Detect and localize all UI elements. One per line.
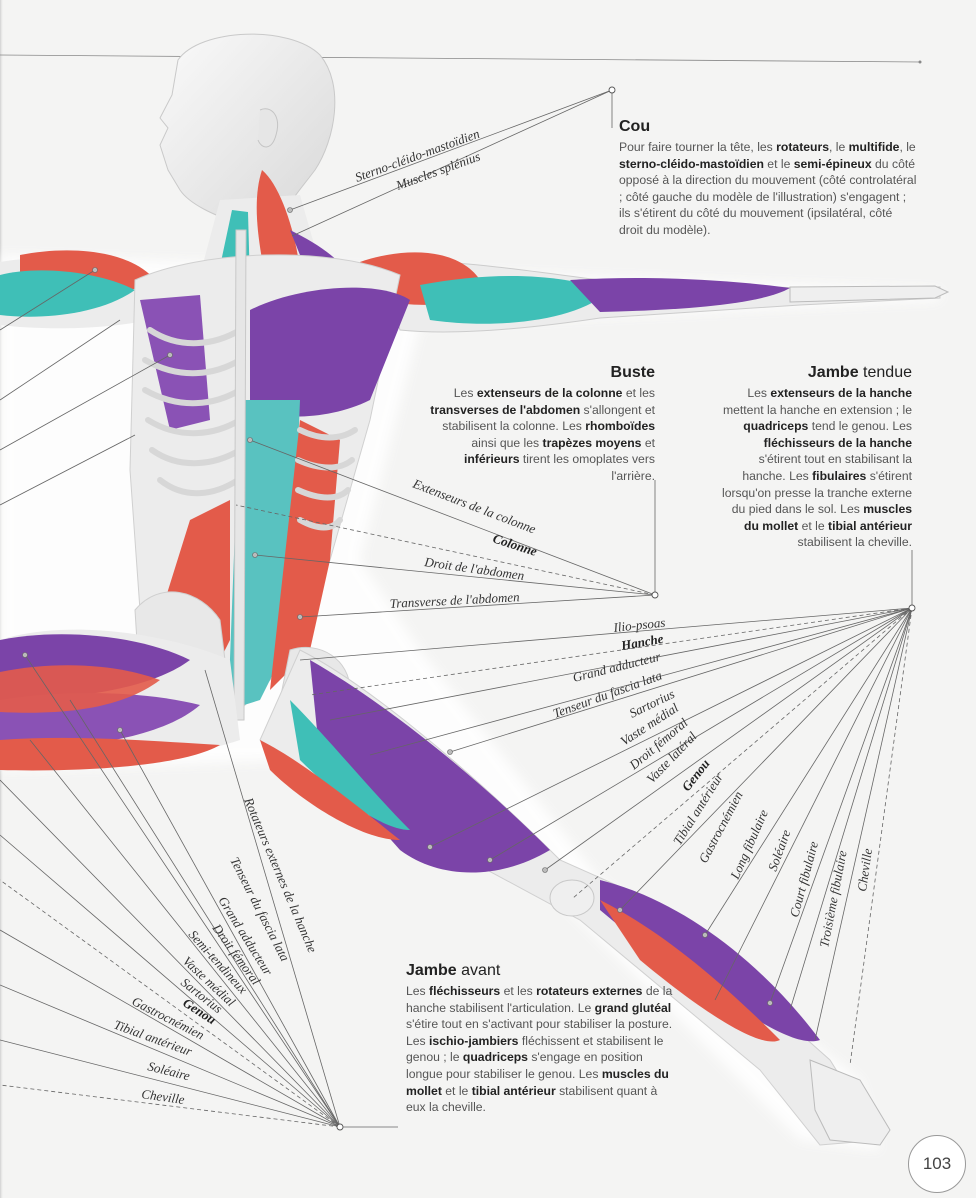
bold-term: tibial antérieur bbox=[828, 518, 912, 533]
bold-term: trapèzes moyens bbox=[542, 435, 642, 450]
bold-term: semi-épineux bbox=[793, 156, 872, 171]
bold-term: multifide bbox=[848, 140, 900, 154]
body-text: tirent les omoplates vers l'arrière. bbox=[519, 452, 655, 483]
body-text: Les bbox=[453, 386, 477, 400]
section-buste: Buste Les extenseurs de la colonne et le… bbox=[420, 363, 655, 485]
body-text: et bbox=[641, 435, 655, 450]
body-text: Les bbox=[747, 386, 771, 400]
label-hanche: Hanche bbox=[619, 631, 665, 653]
torso-labels: Extenseurs de la colonne Colonne Droit d… bbox=[389, 475, 539, 611]
label-cheville-straight: Cheville bbox=[854, 847, 875, 892]
body-text: s'étirent lorsqu'on presse la tranche ex… bbox=[722, 468, 912, 517]
body-text: , le bbox=[899, 140, 916, 154]
bold-term: extenseurs de la hanche bbox=[770, 386, 912, 400]
section-title: Cou bbox=[619, 118, 651, 135]
bold-term: fibulaires bbox=[812, 468, 867, 483]
section-body: Les extenseurs de la colonne et les tran… bbox=[420, 385, 655, 485]
section-body: Pour faire tourner la tête, les rotateur… bbox=[619, 139, 919, 239]
body-text: stabilisent la cheville. bbox=[797, 535, 912, 550]
body-text: de la hanche stabilisent l'articulation.… bbox=[406, 984, 673, 1015]
leader-lines bbox=[0, 89, 913, 1128]
bold-term: rhomboïdes bbox=[585, 419, 655, 434]
body-text: ainsi que les bbox=[471, 435, 543, 450]
body-text: et les bbox=[500, 984, 537, 998]
body-text: Les bbox=[406, 984, 430, 998]
body-text: mettent la hanche en extension ; le bbox=[722, 402, 912, 417]
section-title: Buste bbox=[610, 364, 655, 381]
page-number: 103 bbox=[908, 1135, 966, 1193]
bold-term: fléchisseurs bbox=[429, 984, 501, 998]
bold-term: fléchisseurs de la hanche bbox=[763, 435, 912, 450]
label-droit-abdomen: Droit de l'abdomen bbox=[423, 554, 526, 583]
bold-term: tibial antérieur bbox=[471, 1083, 556, 1098]
label-transverse-abdomen: Transverse de l'abdomen bbox=[389, 589, 519, 611]
body-text: Pour faire tourner la tête, les bbox=[619, 140, 777, 154]
bold-term: rotateurs bbox=[776, 140, 829, 154]
body-text: , le bbox=[829, 140, 849, 154]
body-text: s'étirent tout en stabilisant la hanche.… bbox=[742, 452, 912, 483]
bold-term: muscles du mollet bbox=[744, 502, 912, 533]
label-troisieme-fibulaire: Troisième fibulaire bbox=[816, 849, 850, 949]
body-text: s'engage en position longue pour stabili… bbox=[406, 1050, 643, 1081]
bold-term: sterno-cléido-mastoïdien bbox=[619, 156, 764, 171]
section-title: Jambe tendue bbox=[807, 364, 912, 381]
neck-labels: Sterno-cléido-mastoïdien Muscles spléniu… bbox=[353, 126, 482, 193]
body-text: tend le genou. Les bbox=[808, 419, 912, 434]
label-cheville-front: Cheville bbox=[141, 1086, 186, 1107]
bold-term: transverses de l'abdomen bbox=[430, 402, 581, 417]
body-text: s'allongent et stabilisent la colonne. L… bbox=[442, 402, 655, 434]
bold-term: quadriceps bbox=[743, 419, 809, 434]
bold-term: rotateurs externes bbox=[536, 984, 643, 998]
bold-term: grand glutéal bbox=[594, 1000, 672, 1015]
section-cou: Cou Pour faire tourner la tête, les rota… bbox=[619, 117, 919, 239]
body-figure bbox=[0, 33, 950, 1146]
label-ilio-psoas: Ilio-psoas bbox=[612, 615, 666, 635]
section-body: Les extenseurs de la hanche mettent la h… bbox=[718, 385, 912, 551]
section-title: Jambe avant bbox=[406, 962, 501, 979]
section-jambe-tendue: Jambe tendue Les extenseurs de la hanche… bbox=[718, 363, 912, 551]
label-extenseurs-colonne: Extenseurs de la colonne bbox=[410, 475, 538, 536]
bold-term: ischio-jambiers bbox=[429, 1033, 519, 1048]
section-jambe-avant: Jambe avant Les fléchisseurs et les rota… bbox=[406, 961, 678, 1116]
section-body: Les fléchisseurs et les rotateurs extern… bbox=[406, 983, 678, 1116]
bold-term: quadriceps bbox=[462, 1050, 528, 1065]
body-text: du côté opposé à la direction du mouveme… bbox=[619, 156, 917, 237]
body-text: et les bbox=[622, 386, 655, 400]
bold-term: extenseurs de la colonne bbox=[476, 386, 623, 400]
front-leg-labels: Rotateurs externes de la hanche Tenseur … bbox=[112, 794, 320, 1107]
body-text: et le bbox=[763, 156, 794, 171]
body-text: et le bbox=[798, 518, 829, 533]
body-text: stabilisent quant à eux la cheville. bbox=[406, 1083, 658, 1115]
bold-term: muscles du mollet bbox=[406, 1066, 669, 1098]
bold-term: inférieurs bbox=[463, 452, 520, 467]
body-text: fléchissent et stabilisent le genou ; le bbox=[406, 1033, 664, 1065]
body-text: s'étire tout en s'activant pour stabilis… bbox=[406, 1017, 673, 1048]
label-court-fibulaire: Court fibulaire bbox=[786, 839, 821, 918]
body-text: et le bbox=[441, 1083, 472, 1098]
